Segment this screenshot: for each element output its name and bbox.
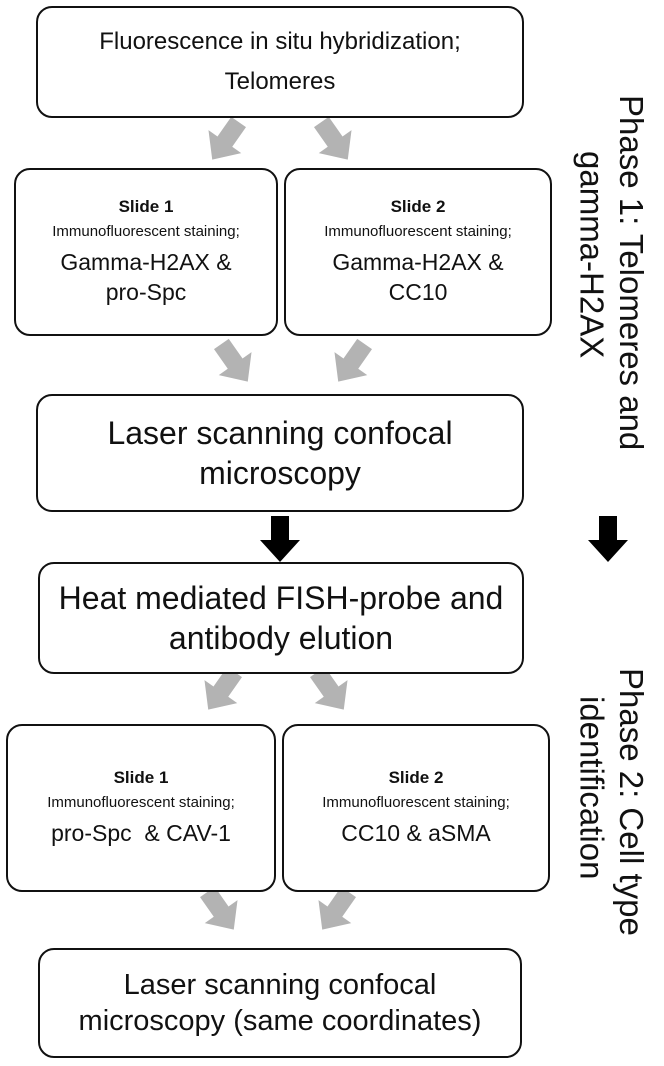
phase2-label: Phase 2: Cell type identification [572,668,651,936]
phase1-slide2-box: Slide 2 Immunofluorescent staining; Gamm… [284,168,552,336]
phase1-microscopy-line2: microscopy [199,455,361,491]
arrow-top-to-slide2 [304,110,365,172]
phase1-label: Phase 1: Telomeres and gamma-H2AX [572,95,651,450]
phase1-label-line2: gamma-H2AX [573,151,611,359]
elution-box: Heat mediated FISH-probe and antibody el… [38,562,524,674]
phase2-label-line2: identification [573,696,611,880]
phase1-microscopy-line1: Laser scanning confocal [107,415,453,451]
phase2-microscopy-line1: Laser scanning confocal [123,968,437,1001]
phase2-slide2-title: Slide 2 [388,768,444,788]
elution-line2: antibody elution [168,620,394,656]
phase2-slide1-staining: Immunofluorescent staining; [47,794,235,812]
phase1-slide1-title: Slide 1 [118,197,174,217]
phase1-slide2-title: Slide 2 [390,197,446,217]
phase1-label-line1: Phase 1: Telomeres and [613,95,651,451]
phase1-slide1-staining: Immunofluorescent staining; [52,223,240,241]
elution-line1: Heat mediated FISH-probe and [58,580,504,616]
phase1-microscopy-box: Laser scanning confocal microscopy [36,394,524,512]
phase1-slide2-markers-1: Gamma-H2AX & [332,249,504,276]
fish-target: Telomeres [224,68,336,95]
phase2-microscopy-line2: microscopy (same coordinates) [78,1005,482,1037]
fish-title: Fluorescence in situ hybridization; [99,28,461,55]
phase2-slide1-box: Slide 1 Immunofluorescent staining; pro-… [6,724,276,892]
arrow-slide2-to-microscopy [321,332,382,394]
phase1-slide1-box: Slide 1 Immunofluorescent staining; Gamm… [14,168,278,336]
arrow-top-to-slide1 [195,110,256,172]
phase1-slide1-markers-2: pro-Spc [105,279,187,305]
phase1-slide1-markers-1: Gamma-H2AX & [60,249,232,276]
arrow-microscopy-to-elution [260,516,300,562]
phase1-slide2-markers-2: CC10 [388,279,448,305]
phase2-slide2-markers: CC10 & aSMA [341,820,491,847]
phase2-label-line1: Phase 2: Cell type [613,668,651,936]
phase2-slide2-box: Slide 2 Immunofluorescent staining; CC10… [282,724,550,892]
phase1-slide2-staining: Immunofluorescent staining; [324,223,512,241]
fish-telomeres-box: Fluorescence in situ hybridization; Telo… [36,6,524,118]
phase2-slide1-title: Slide 1 [113,768,169,788]
phase2-slide1-markers: pro-Spc & CAV-1 [51,820,231,847]
phase2-microscopy-box: Laser scanning confocal microscopy (same… [38,948,522,1058]
arrow-phase-separator [588,516,628,562]
phase2-slide2-staining: Immunofluorescent staining; [322,794,510,812]
arrow-slide1-to-microscopy [204,332,265,394]
